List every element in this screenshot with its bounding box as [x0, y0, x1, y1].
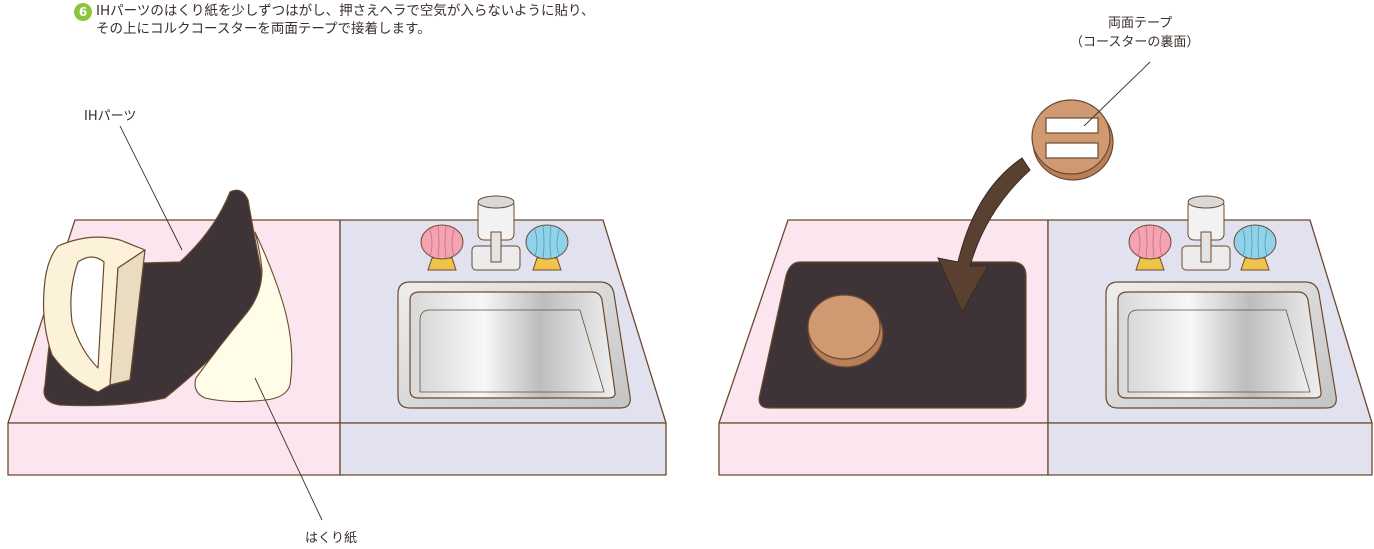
left-counter-front-pink	[7, 422, 341, 476]
paper-label-leader	[254, 377, 323, 521]
instruction-line-2: その上にコルクコースターを両面テープで接着します。	[96, 21, 431, 37]
left-knob-blue	[525, 224, 569, 271]
left-faucet	[471, 195, 521, 271]
right-knob-blue	[1233, 224, 1277, 271]
tape-label-leader	[1083, 61, 1151, 127]
placement-arrow	[937, 157, 1031, 314]
release-paper-label: はくり紙	[305, 531, 358, 546]
release-paper	[194, 231, 293, 403]
cork-coaster-placed	[807, 294, 884, 368]
ih-sheet-applied	[758, 261, 1027, 409]
step-number-badge: 6	[74, 3, 92, 21]
pressing-spatula	[42, 236, 146, 393]
instruction-line-1: IHパーツのはくり紙を少しずつはがし、押さえヘラで空気が入らないように貼り、	[96, 3, 595, 19]
right-counter-front-lavender	[1047, 422, 1373, 476]
right-sink	[1105, 281, 1337, 409]
left-sink	[397, 281, 631, 409]
cork-coaster-back	[1031, 99, 1114, 181]
ih-parts-label: IHパーツ	[84, 109, 137, 124]
double-sided-tape-strip-1	[1045, 117, 1099, 134]
left-counter-front-lavender	[339, 422, 667, 476]
coaster-back-label: （コースターの裏面）	[1070, 35, 1200, 50]
right-knob-pink	[1128, 224, 1172, 271]
double-sided-tape-strip-2	[1045, 142, 1099, 159]
left-knob-pink	[420, 224, 464, 271]
double-sided-tape-label: 両面テープ	[1108, 16, 1173, 31]
right-faucet	[1181, 195, 1231, 271]
right-counter-front-pink	[718, 422, 1049, 476]
ih-label-leader	[119, 125, 183, 251]
